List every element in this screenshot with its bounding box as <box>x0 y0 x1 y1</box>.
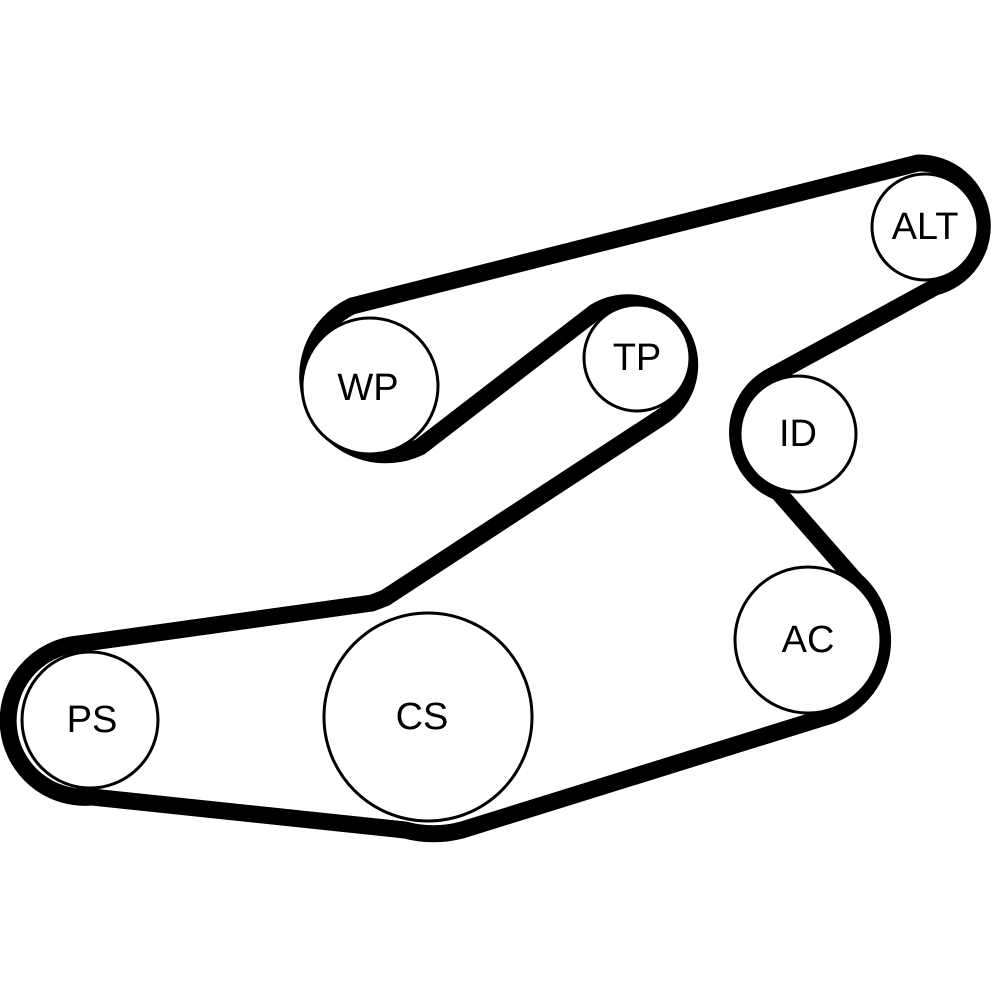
pulley-label-tp: TP <box>613 337 662 379</box>
pulley-tp: TP <box>582 303 692 413</box>
pulley-label-cs: CS <box>396 696 449 738</box>
pulley-id: ID <box>738 374 858 494</box>
pulley-cs: CS <box>322 611 534 823</box>
pulley-label-ac: AC <box>782 619 835 661</box>
pulley-ps: PS <box>20 650 160 790</box>
pulley-alt: ALT <box>870 172 980 282</box>
drive-belt <box>0 154 991 843</box>
pulley-label-id: ID <box>779 413 817 455</box>
pulley-wp: WP <box>300 316 440 456</box>
pulley-label-ps: PS <box>67 699 118 741</box>
pulley-label-alt: ALT <box>892 206 959 248</box>
pulley-ac: AC <box>733 565 883 715</box>
pulley-label-wp: WP <box>337 367 398 409</box>
